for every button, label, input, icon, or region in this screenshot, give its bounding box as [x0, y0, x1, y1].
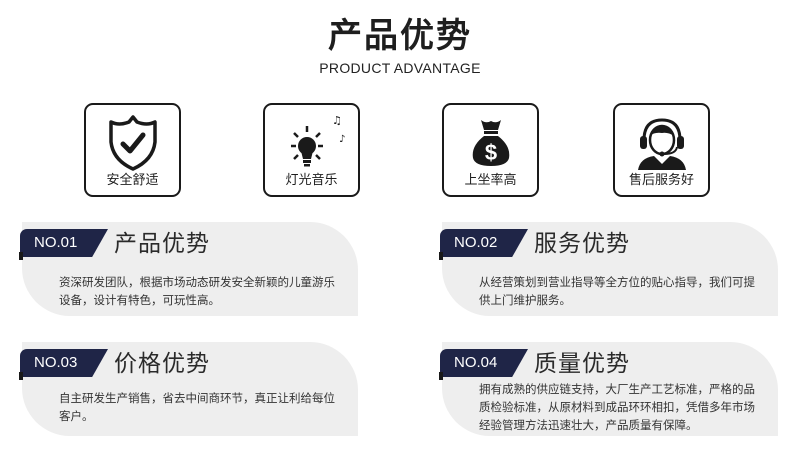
feature-label: 安全舒适	[106, 173, 159, 188]
page-title: 产品优势	[328, 16, 472, 56]
lightbulb-music-icon: ♫ ♪	[265, 113, 358, 173]
advantage-title: 服务优势	[534, 231, 630, 257]
svg-text:♪: ♪	[339, 134, 345, 145]
svg-text:$: $	[484, 140, 496, 165]
advantage-description: 自主研发生产销售，省去中间商环节，真正让利给每位客户。	[59, 391, 335, 423]
advantage-title: 价格优势	[114, 351, 210, 377]
badge-fold	[19, 252, 23, 260]
advantage-description: 拥有成熟的供应链支持，大厂生产工艺标准，严格的品质检验标准，从原材料到成品环环相…	[479, 382, 755, 432]
svg-text:♫: ♫	[332, 114, 342, 127]
advantage-number-badge: NO.02	[440, 229, 528, 257]
badge-fold	[19, 372, 23, 380]
feature-label: 灯光音乐	[285, 173, 338, 188]
feature-label: 上坐率高	[464, 173, 517, 188]
advantage-card-service: NO.02 服务优势 从经营策划到营业指导等全方位的贴心指导，我们可提供上门维护…	[439, 222, 778, 316]
advantage-title: 产品优势	[114, 231, 210, 257]
headset-agent-icon	[615, 113, 708, 173]
shield-check-icon	[86, 113, 179, 173]
feature-box-safety: 安全舒适	[84, 103, 181, 197]
advantage-description: 资深研发团队，根据市场动态研发安全新颖的儿童游乐设备，设计有特色，可玩性高。	[59, 275, 335, 307]
advantage-number-badge: NO.03	[20, 349, 108, 377]
advantage-card-price: NO.03 价格优势 自主研发生产销售，省去中间商环节，真正让利给每位客户。	[19, 342, 358, 436]
advantage-card-product: NO.01 产品优势 资深研发团队，根据市场动态研发安全新颖的儿童游乐设备，设计…	[19, 222, 358, 316]
feature-box-lights: ♫ ♪ 灯光音乐	[263, 103, 360, 197]
advantage-card-quality: NO.04 质量优势 拥有成熟的供应链支持，大厂生产工艺标准，严格的品质检验标准…	[439, 342, 778, 436]
advantage-description: 从经营策划到营业指导等全方位的贴心指导，我们可提供上门维护服务。	[479, 275, 755, 307]
advantage-title: 质量优势	[534, 351, 630, 377]
badge-fold	[439, 372, 443, 380]
feature-box-occupancy: $ 上坐率高	[442, 103, 539, 197]
feature-label: 售后服务好	[628, 173, 694, 188]
money-bag-icon: $	[444, 113, 537, 173]
feature-box-service: 售后服务好	[613, 103, 710, 197]
advantage-number-badge: NO.01	[20, 229, 108, 257]
badge-fold	[439, 252, 443, 260]
page-subtitle: PRODUCT ADVANTAGE	[319, 60, 481, 76]
advantage-number-badge: NO.04	[440, 349, 528, 377]
